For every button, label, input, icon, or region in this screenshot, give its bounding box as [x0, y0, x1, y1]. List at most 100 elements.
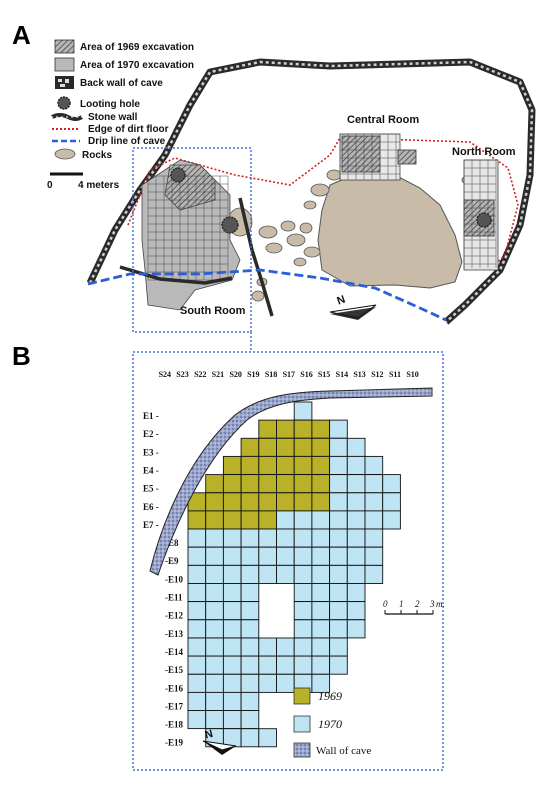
grid-cell — [240, 619, 260, 639]
grid-cell — [258, 655, 277, 675]
legend-swatch-backwall — [55, 76, 74, 89]
looting-hole-south — [170, 167, 186, 183]
grid-cell — [240, 673, 260, 693]
grid-cell — [240, 655, 260, 675]
grid-cell — [311, 510, 331, 530]
panel-b-label: B — [12, 341, 31, 371]
grid-cell — [329, 583, 348, 603]
grid-cell — [293, 637, 313, 657]
grid-cell — [311, 492, 331, 512]
grid-cell — [205, 691, 224, 711]
column-label: S23 — [176, 370, 188, 379]
grid-cell — [240, 601, 260, 621]
row-label: E1 - — [143, 411, 159, 421]
grid-cell — [240, 437, 260, 457]
grid-cell — [364, 492, 384, 512]
grid-cell — [311, 637, 331, 657]
grid-cell — [276, 474, 295, 494]
rocks-small — [227, 169, 475, 302]
grid-cell — [311, 673, 331, 693]
column-label: S18 — [265, 370, 277, 379]
row-label: -E18 — [165, 720, 184, 730]
panel-a-label: A — [12, 20, 31, 50]
grid-cell — [222, 528, 242, 548]
north-arrow-a-label: N — [335, 294, 347, 308]
looting-hole-north — [476, 212, 492, 228]
grid-cell — [258, 510, 277, 530]
loot-hole-icon — [57, 96, 71, 110]
row-label: -E14 — [165, 647, 184, 657]
grid-cell — [382, 492, 401, 512]
grid-cell — [240, 728, 260, 748]
grid-cell — [346, 528, 366, 548]
south-room-grid — [147, 175, 229, 281]
north-room-excavation — [463, 159, 499, 271]
grid-cell — [329, 437, 348, 457]
grid-cell — [187, 637, 207, 657]
legend-text-y1970: 1970 — [318, 717, 342, 731]
panel-b-scalebar: 0 1 2 3 m. — [383, 599, 445, 615]
grid-cell — [205, 583, 224, 603]
grid-cell — [276, 492, 295, 512]
legend-swatch-1970 — [54, 57, 75, 72]
grid-cell — [187, 601, 207, 621]
legend-swatch-1969 — [54, 39, 75, 54]
north-arrow-b-label: N — [204, 728, 215, 742]
grid-cell — [346, 437, 366, 457]
column-label: S16 — [300, 370, 312, 379]
grid-cell — [222, 601, 242, 621]
row-label: E5 - — [143, 484, 159, 494]
grid-cell — [329, 455, 348, 475]
legend-text-stone: Stone wall — [88, 112, 138, 123]
grid-cell — [293, 419, 313, 439]
grid-cell — [222, 673, 242, 693]
looting-hole-south-2 — [221, 216, 239, 234]
grid-cell — [276, 637, 295, 657]
grid-cell — [329, 492, 348, 512]
north-arrow-a: N — [329, 294, 377, 320]
legend-swatch-stonewall — [51, 113, 84, 121]
panel-b-legend: 1969 1970 Wall of cave — [293, 687, 371, 758]
grid-cell — [222, 474, 242, 494]
column-label: S13 — [353, 370, 365, 379]
scale-b-0: 0 — [383, 599, 388, 609]
legend-swatch-wall — [293, 742, 311, 758]
grid-cell — [205, 637, 224, 657]
scale-b-1: 1 — [399, 599, 404, 609]
legend-text-loot: Looting hole — [80, 99, 140, 110]
grid-cell — [329, 655, 348, 675]
row-label: E7 - — [143, 520, 159, 530]
grid-cell — [364, 510, 384, 530]
grid-cell — [205, 546, 224, 566]
grid-cell — [187, 583, 207, 603]
cave-back-wall-texture — [88, 60, 534, 323]
legend-swatch-rocks — [54, 148, 76, 160]
legend-text-1970: Area of 1970 excavation — [80, 60, 194, 71]
grid-cell — [293, 401, 313, 421]
grid-cell — [187, 510, 207, 530]
grid-cell — [293, 528, 313, 548]
grid-cell — [222, 455, 242, 475]
grid-cell — [329, 528, 348, 548]
room-label-central: Central Room — [347, 114, 419, 126]
grid-cell — [364, 474, 384, 494]
grid-cell — [293, 492, 313, 512]
grid-cell — [311, 546, 331, 566]
row-label: -E10 — [165, 574, 184, 584]
grid-cell — [187, 691, 207, 711]
grid-cell — [205, 619, 224, 639]
grid-cell — [222, 564, 242, 584]
grid-cell — [276, 673, 295, 693]
grid-cell — [258, 419, 277, 439]
north-arrow-b: N — [202, 728, 237, 755]
grid-cell — [293, 655, 313, 675]
column-label: S19 — [247, 370, 259, 379]
grid-cell — [222, 637, 242, 657]
grid-cell — [258, 637, 277, 657]
grid-cell — [240, 583, 260, 603]
row-label: -E8 — [165, 538, 179, 548]
grid-cell — [258, 546, 277, 566]
column-label: S14 — [336, 370, 348, 379]
